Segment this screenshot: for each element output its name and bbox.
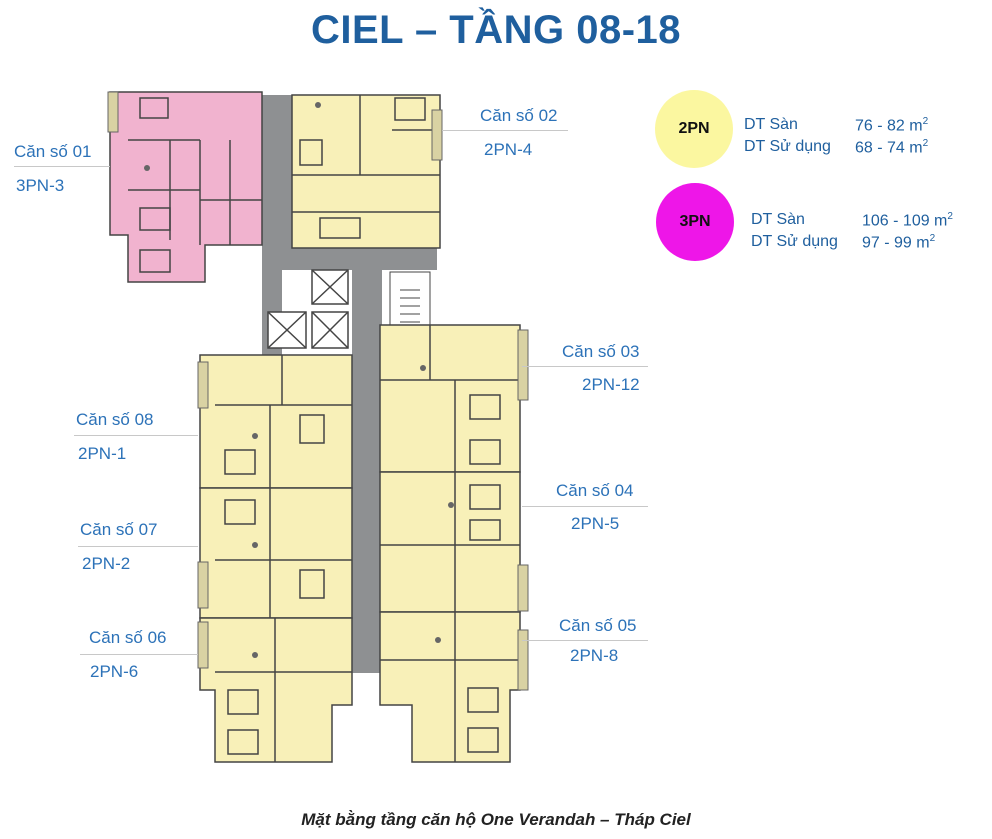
unit-07-rule xyxy=(78,546,198,547)
unit-02-type: 2PN-4 xyxy=(484,140,533,159)
unit-06-type: 2PN-6 xyxy=(90,662,139,681)
unit-02-rule xyxy=(442,130,568,131)
unit-04-type: 2PN-5 xyxy=(571,514,620,533)
unit-08-name: Căn số 08 xyxy=(76,410,154,429)
unit-07-name: Căn số 07 xyxy=(80,520,158,539)
unit-06-rule xyxy=(80,654,198,655)
unit-08-rule xyxy=(74,435,198,436)
apartment-05[interactable] xyxy=(379,611,521,763)
apartment-06[interactable] xyxy=(199,617,353,763)
legend-2pn-floor-value: 76 - 82 m2 xyxy=(855,116,929,135)
balconies xyxy=(107,91,529,691)
apartment-03[interactable] xyxy=(379,324,521,473)
legend-2pn-use-label: DT Sử dụng xyxy=(744,138,831,155)
unit-03-type: 2PN-12 xyxy=(582,375,640,394)
unit-03-name: Căn số 03 xyxy=(562,342,640,361)
core-corridor xyxy=(262,95,437,673)
apartment-01[interactable] xyxy=(109,91,263,283)
unit-05-rule xyxy=(522,640,648,641)
legend-2pn-use-value: 68 - 74 m2 xyxy=(855,138,929,157)
legend-3pn-floor-label: DT Sàn xyxy=(751,211,805,228)
unit-01-rule xyxy=(14,166,110,167)
apartment-02[interactable] xyxy=(291,94,441,249)
room-markers xyxy=(252,102,454,658)
unit-07-type: 2PN-2 xyxy=(82,554,131,573)
unit-05-type: 2PN-8 xyxy=(570,646,619,665)
legend-3pn-use-label: DT Sử dụng xyxy=(751,233,838,250)
apartment-08[interactable] xyxy=(199,354,353,489)
page-caption: Mặt bằng tầng căn hộ One Verandah – Tháp… xyxy=(301,810,691,829)
unit-06-name: Căn số 06 xyxy=(89,628,167,647)
apartment-04[interactable] xyxy=(379,471,521,613)
unit-05-name: Căn số 05 xyxy=(559,616,637,635)
legend-3pn-use-value: 97 - 99 m2 xyxy=(862,233,936,252)
unit-08-type: 2PN-1 xyxy=(78,444,127,463)
unit-04-rule xyxy=(522,506,648,507)
unit-01-name: Căn số 01 xyxy=(14,142,92,161)
legend-3pn-badge: 3PN xyxy=(656,183,734,261)
unit-01-type: 3PN-3 xyxy=(16,176,65,195)
legend-3pn-floor-value: 106 - 109 m2 xyxy=(862,211,953,230)
unit-04-name: Căn số 04 xyxy=(556,481,634,500)
page-title: CIEL – TẦNG 08-18 xyxy=(310,8,682,52)
apartment-07[interactable] xyxy=(199,487,353,619)
legend-2pn-badge: 2PN xyxy=(655,90,733,168)
unit-02-name: Căn số 02 xyxy=(480,106,558,125)
unit-03-rule xyxy=(522,366,648,367)
legend-2pn-floor-label: DT Sàn xyxy=(744,116,798,133)
